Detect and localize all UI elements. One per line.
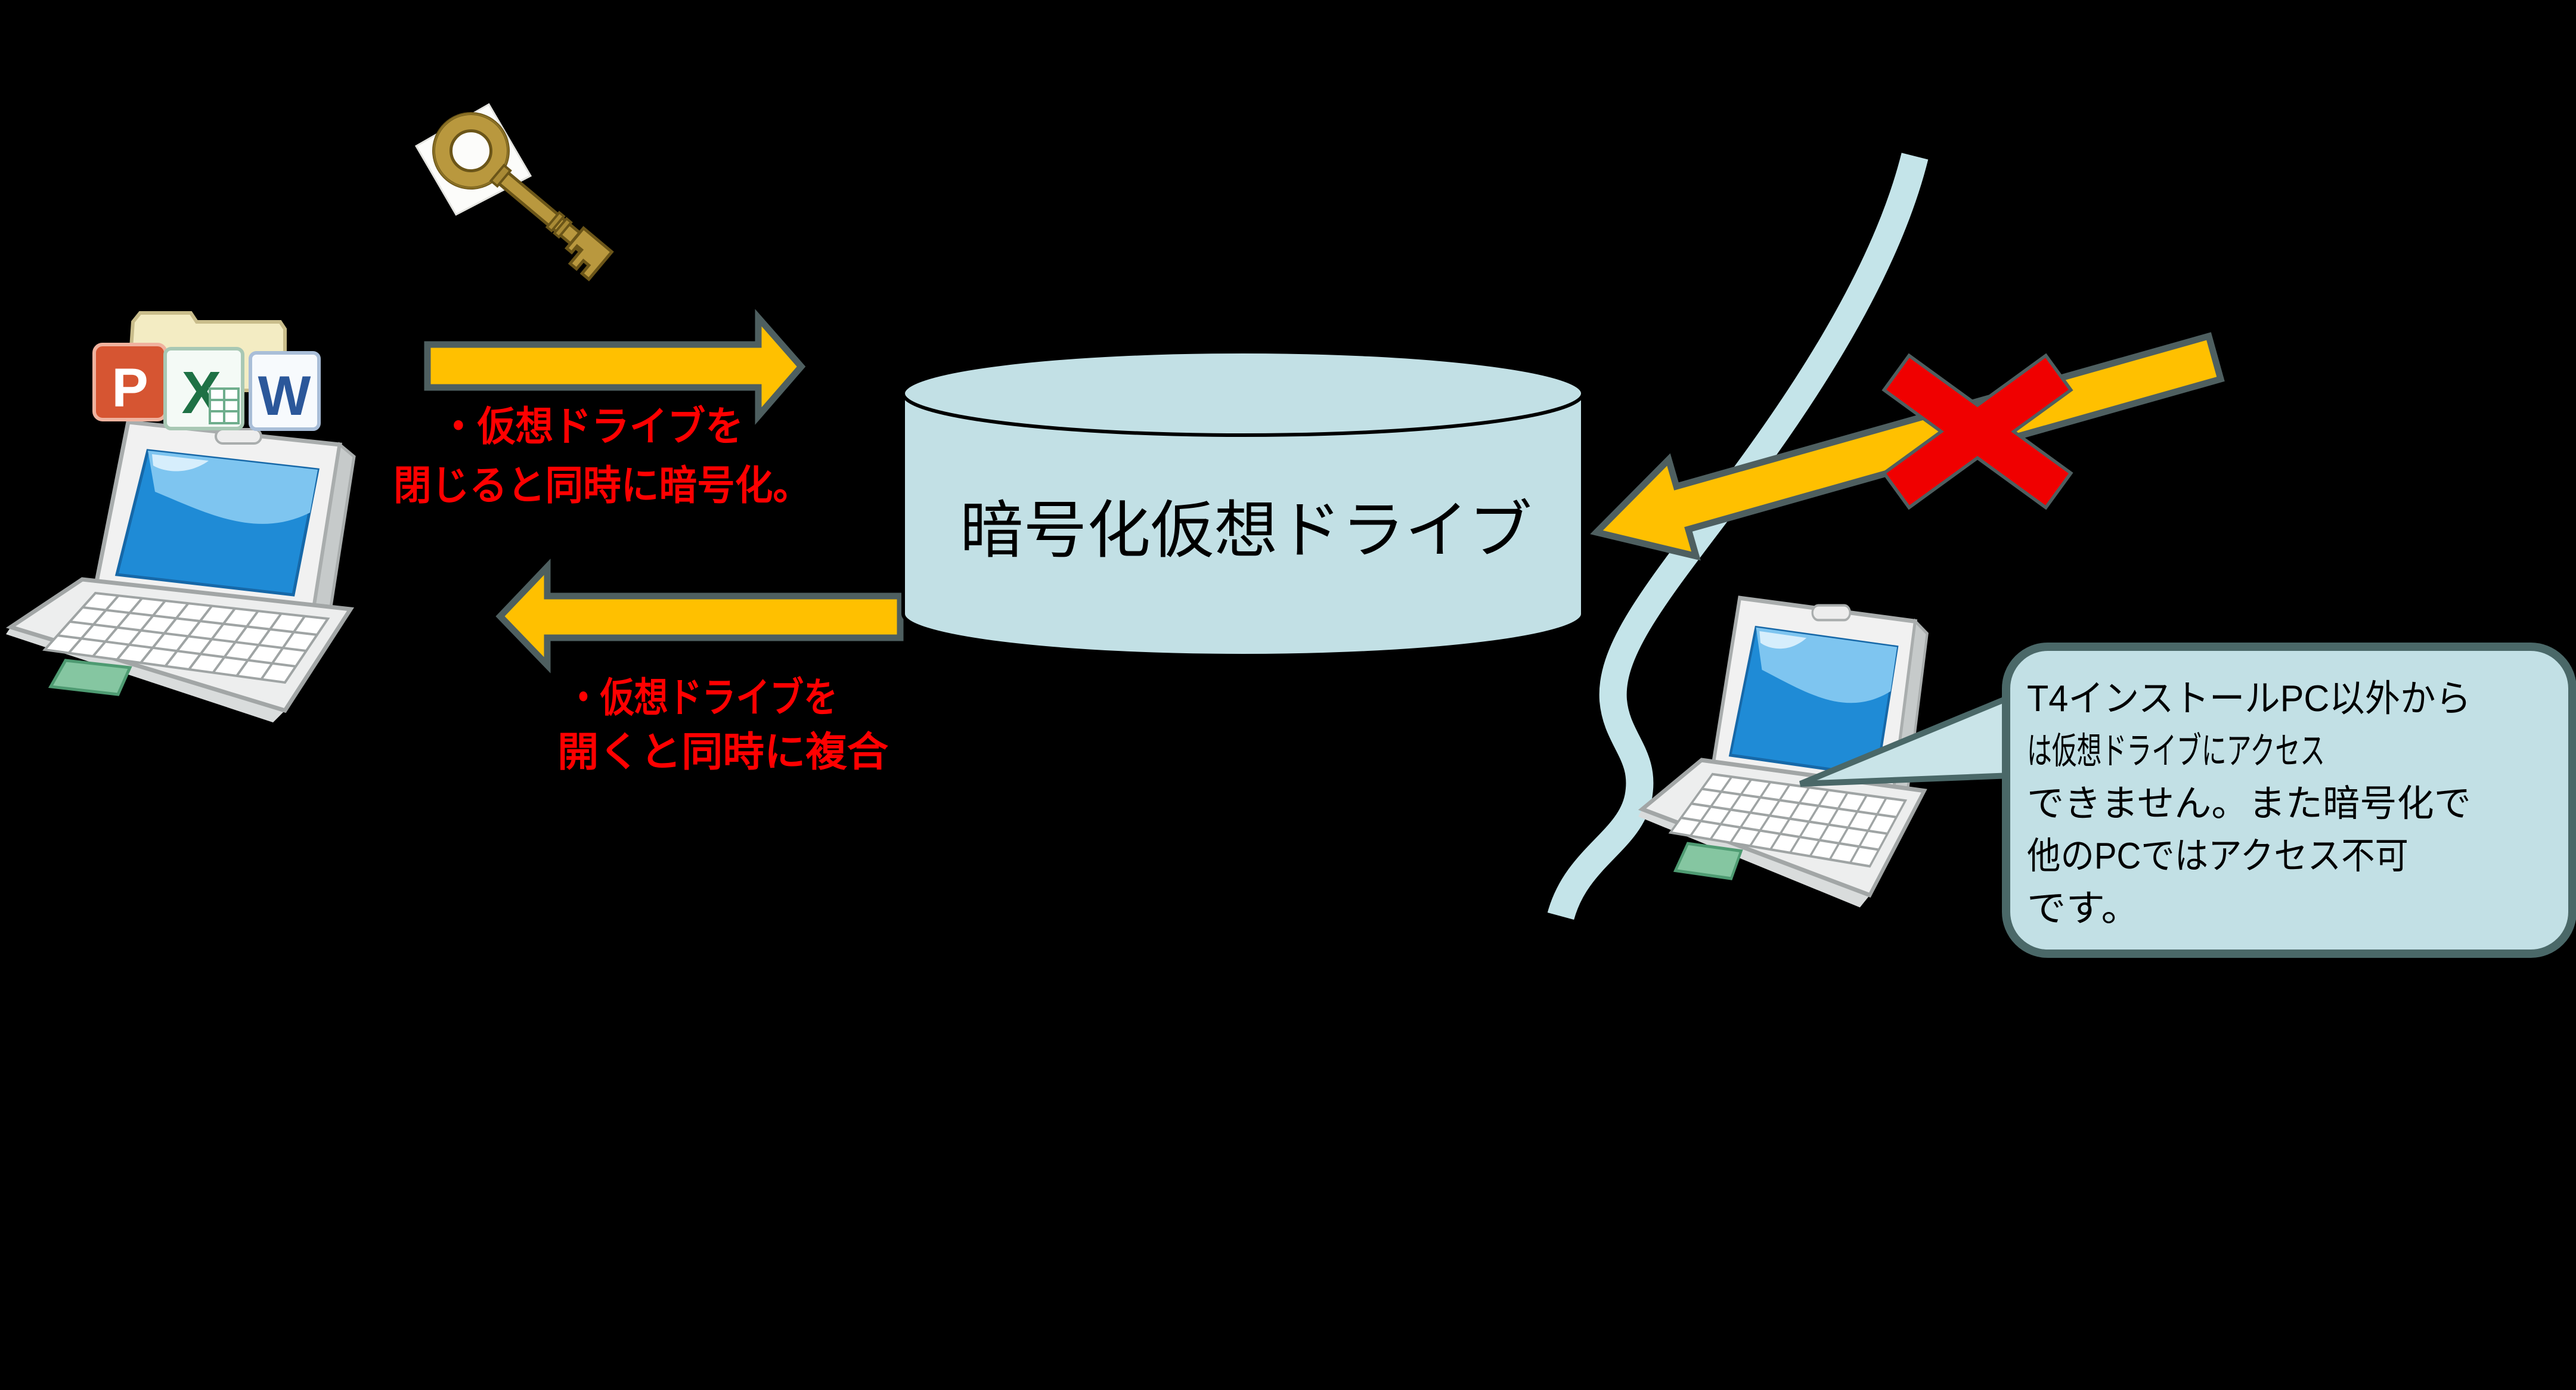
word-icon: W xyxy=(249,351,321,431)
key-bow xyxy=(435,115,507,187)
encrypt-note-line1: ・仮想ドライブを xyxy=(439,404,743,449)
virtual-drive-cylinder: 暗号化仮想ドライブ xyxy=(901,350,1585,657)
block-x-icon xyxy=(1881,353,2073,510)
encrypt-arrow xyxy=(424,309,806,425)
word-letter: W xyxy=(258,364,311,427)
key-icon xyxy=(414,103,614,282)
excel-grid xyxy=(209,387,240,424)
speech-bubble-body xyxy=(2002,643,2576,958)
speech-bubble: T4インストールPC以外から は仮想ドライブにアクセス できません。また暗号化で… xyxy=(1799,643,2576,958)
drive-label: 暗号化仮想ドライブ xyxy=(960,496,1532,566)
decrypt-note-line1: ・仮想ドライブを xyxy=(566,675,838,721)
excel-icon: X xyxy=(163,347,244,430)
bubble-line-5: です。 xyxy=(2027,888,2140,929)
powerpoint-icon: P xyxy=(92,343,168,421)
barrier-wave xyxy=(1547,153,1929,920)
bubble-line-2: は仮想ドライブにアクセス xyxy=(2027,731,2325,772)
powerpoint-letter: P xyxy=(111,358,148,418)
decrypt-arrow xyxy=(495,559,904,674)
bubble-line-1: T4インストールPC以外から xyxy=(2027,678,2471,719)
user-laptop xyxy=(6,422,354,722)
encrypt-note-line2: 閉じると同時に暗号化。 xyxy=(393,463,811,508)
key-bit xyxy=(564,226,614,282)
bubble-line-4: 他のPCではアクセス不可 xyxy=(2027,836,2408,877)
decrypt-note-line2: 開くと同時に複合 xyxy=(557,730,888,775)
bubble-line-3: できません。また暗号化で xyxy=(2027,783,2471,824)
key-collar xyxy=(489,163,512,188)
